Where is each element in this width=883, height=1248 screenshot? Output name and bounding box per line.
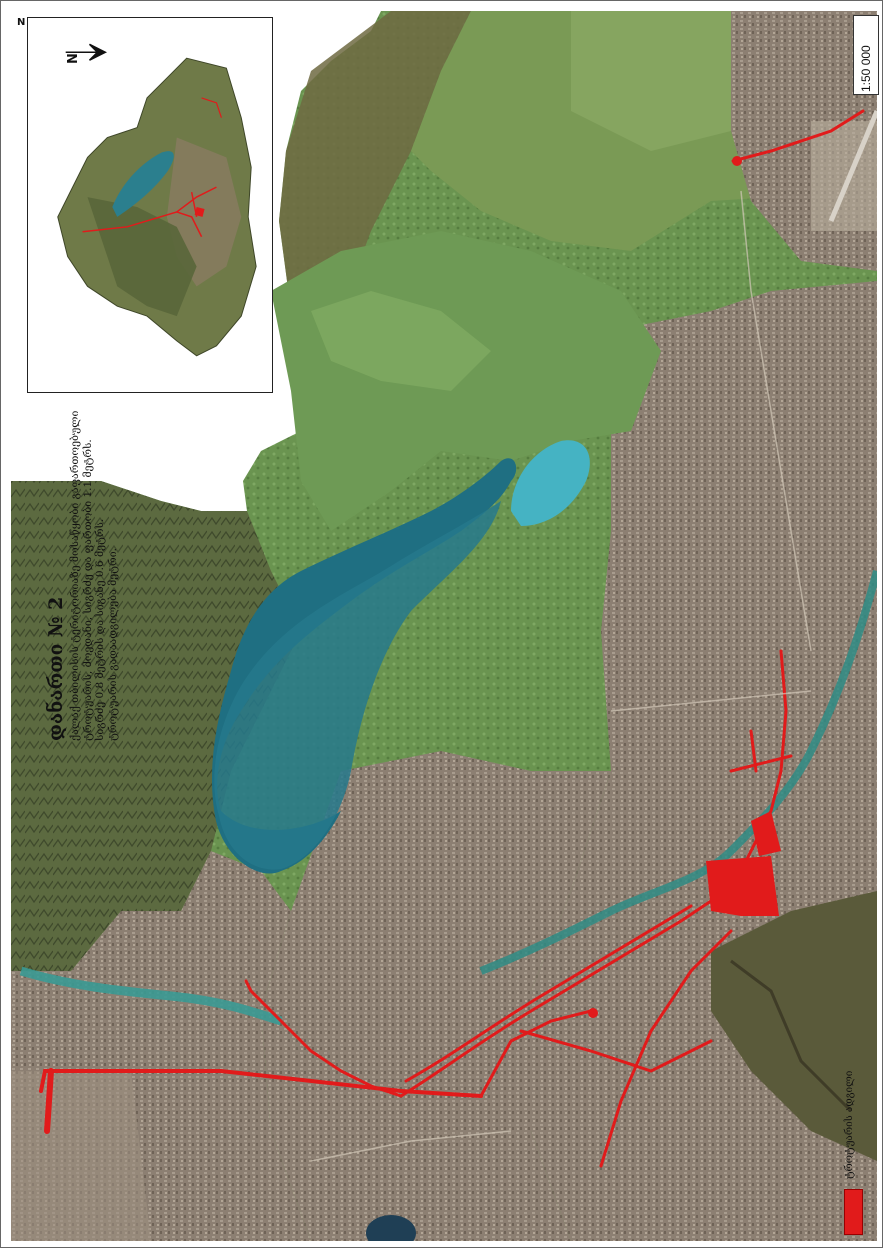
map-title: დანართი № 2 (45, 596, 67, 741)
scale-box: 1:50 000 (853, 15, 879, 95)
map-description-line-2: ტროტუარის, მოედანი, სიგრძე და ფართობი 1.… (81, 439, 94, 741)
inset-map-graphic (57, 43, 257, 357)
map-description-line-1: ქალაქ თბილისის ტერიტორიაზე მოსაწყობი გაფ… (69, 410, 81, 741)
legend-swatch (844, 1189, 863, 1235)
map-description-line-3: სიგრძე 0.8 მეტრის და სიგანე 0.6 მეტრს. (94, 518, 106, 741)
scale-label: 1:50 000 (859, 45, 873, 92)
map-description-line-4: ტროტუარის გადაადგილება მეტრი. (106, 548, 119, 741)
legend-label: ტროტუარის ადგილი (844, 1070, 855, 1179)
inset-north-label: N (65, 53, 81, 64)
inset-locator-map: N (27, 17, 273, 393)
north-arrow-icon (65, 43, 108, 61)
aerial-map[interactable] (11, 11, 877, 1241)
corner-north-mark: N (17, 17, 26, 28)
